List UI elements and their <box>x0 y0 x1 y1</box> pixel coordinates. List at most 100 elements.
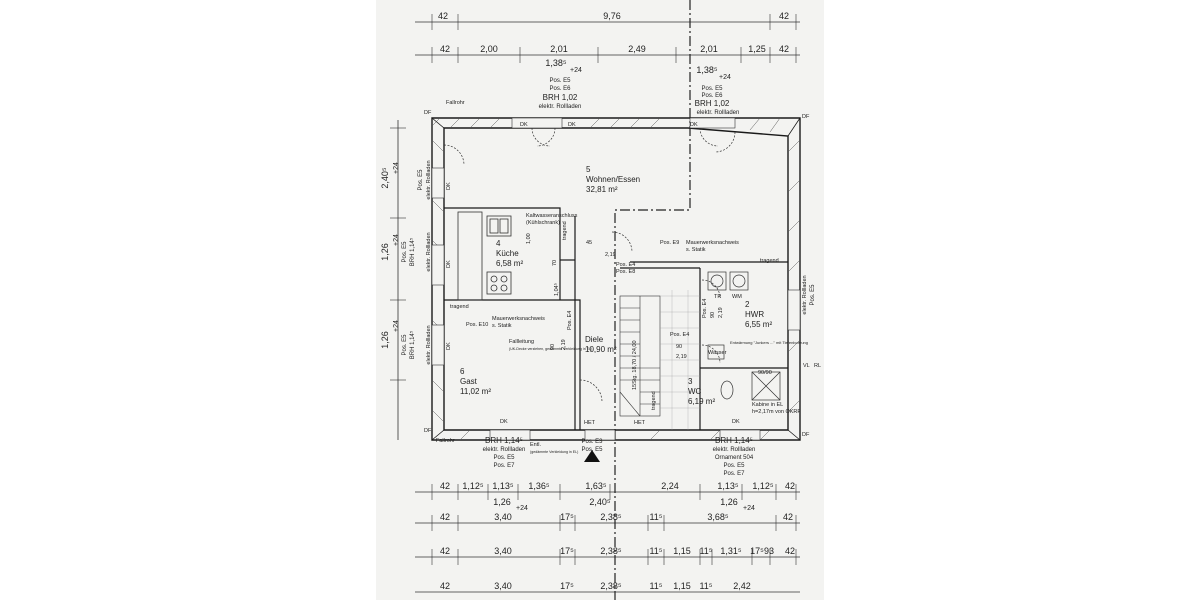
win-bottom-right-extra: Ornament 504 <box>715 455 754 461</box>
note-kabine-h: h=2,17m von OKRF <box>752 409 801 415</box>
room-hwr-area: 6,55 m² <box>745 320 772 329</box>
note-pos-e9: Pos. E9 <box>660 240 679 246</box>
dim-bot3-8: 1,31⁵ <box>720 546 742 556</box>
note-mauerwerk-1: Mauerwerksnachweis <box>686 240 739 246</box>
dim-hwr-90: 90 <box>710 312 716 318</box>
win-bottom-right-pos2: Pos. E7 <box>723 471 745 477</box>
axis-line <box>614 0 691 600</box>
note-pos-e4-hwr: Pos. E4 <box>702 299 708 318</box>
note-entl: Entl. <box>530 442 541 448</box>
dim-bot3-5: 11⁵ <box>649 546 662 556</box>
room-wohnen-num: 5 <box>586 165 591 174</box>
note-tragend-2: tragend <box>760 258 779 264</box>
dim-bot1-6: 2,24 <box>661 481 679 491</box>
win-bottom-right-brh: BRH 1,14⁵ <box>715 436 753 445</box>
df-bottom-left: DF <box>424 428 432 434</box>
df-bottom-right: DF <box>802 432 810 438</box>
dim-bot1-9: 42 <box>785 481 795 491</box>
room-wc-num: 3 <box>688 377 693 386</box>
dim-bot1-3: 1,13⁵ <box>492 481 514 491</box>
room-gast-area: 11,02 m² <box>460 387 491 396</box>
dim-top2-2: 2,00 <box>480 44 498 54</box>
win-bottom-right-pos1: Pos. E5 <box>723 463 745 469</box>
df-top-right: DF <box>802 114 810 120</box>
dim-guest-90: 90 <box>550 344 556 350</box>
note-het-1: HET <box>584 420 596 426</box>
note-wasser: Wasser <box>708 350 727 356</box>
dim-bot3-10: 93 <box>764 546 774 556</box>
win-bottom-left-info: elektr. Rollladen <box>483 447 526 453</box>
dim-bot2-1: 42 <box>440 512 450 522</box>
win-left-upper-info: elektr. Rollladen <box>426 160 432 199</box>
dk-top-1: DK <box>520 122 528 128</box>
room-wohnen-name: Wohnen/Essen <box>586 175 640 184</box>
dim-guest-219: 2,19 <box>561 339 567 350</box>
note-kuehlschrank: (Kühlschrank) <box>526 220 560 226</box>
note-tragend-1: tragend <box>562 221 568 240</box>
dim-left-6: +24 <box>393 320 400 332</box>
dim-top2-5: 2,01 <box>700 44 718 54</box>
interior-walls <box>444 207 788 430</box>
dim-bot2-7: 42 <box>783 512 793 522</box>
room-wohnen-area: 32,81 m² <box>586 185 618 194</box>
dim-bot4-2: 3,40 <box>494 581 512 591</box>
dim-bot3-6: 1,15 <box>673 546 691 556</box>
room-diele-name: Diele <box>585 335 604 344</box>
room-kueche-num: 4 <box>496 239 501 248</box>
room-wc-area: 6,19 m² <box>688 397 715 406</box>
dim-bot2-4: 2,38⁵ <box>600 512 622 522</box>
dim-hall-219: 2,19 <box>605 252 616 258</box>
note-pos-e4-b: Pos. E4 <box>567 311 573 330</box>
win-left-kitchen-info: elektr. Rollladen <box>426 232 432 271</box>
window-markers <box>431 117 801 441</box>
dk-top-3: DK <box>690 122 698 128</box>
note-het-2: HET <box>634 420 646 426</box>
room-hwr-num: 2 <box>745 300 750 309</box>
win-top-right-brh: BRH 1,02 <box>695 99 730 108</box>
note-statik-1: s. Statik <box>686 247 706 253</box>
win-top-right-pos2: Pos. E6 <box>701 93 723 99</box>
dim-bot1b-1: 1,26 <box>493 497 511 507</box>
dk-left-2: DK <box>446 260 452 268</box>
dim-bot1-5: 1,63⁵ <box>585 481 607 491</box>
dim-kitchen-104: 1,04⁵ <box>553 283 560 296</box>
dim-bot3-2: 3,40 <box>494 546 512 556</box>
win-top-right-info: elektr. Rollladen <box>697 110 740 116</box>
dim-top2-7: 42 <box>779 44 789 54</box>
dim-bot2-3: 17⁵ <box>560 512 574 522</box>
dim-top2-4: 2,49 <box>628 44 646 54</box>
dim-left-1: 2,40⁵ <box>380 167 390 189</box>
dim-bot4-3: 17⁵ <box>560 581 574 591</box>
dim-bot1-8: 1,12⁵ <box>752 481 774 491</box>
dim-bot1b-4: 1,26 <box>720 497 738 507</box>
win-entry-pos2: Pos. E5 <box>581 447 603 453</box>
dim-bot1b-3: 2,40⁵ <box>589 497 611 507</box>
win-bottom-left-pos1: Pos. E5 <box>493 455 515 461</box>
label-rl: RL <box>814 363 821 369</box>
note-kaltwasser: Kaltwasseranschluss <box>526 213 578 219</box>
room-gast-name: Gast <box>460 377 478 386</box>
dim-bot4-5: 11⁵ <box>649 581 662 591</box>
note-stairs: 15Stg. 18,70 / 24,00 <box>632 340 638 390</box>
win-top-left-pos1: Pos. E5 <box>549 78 571 84</box>
room-gast-num: 6 <box>460 367 465 376</box>
dim-kitchen-70: 70 <box>552 260 558 266</box>
note-kabine: Kabine in EL <box>752 402 783 408</box>
dim-hwr-219: 2,19 <box>718 307 724 318</box>
dim-kitchen-100: 1,00 <box>526 233 532 244</box>
dk-bottom-2: DK <box>732 419 740 425</box>
dk-left-1: DK <box>446 182 452 190</box>
dim-left-4: +24 <box>393 234 400 246</box>
dim-bot3-9: 17⁵ <box>750 546 764 556</box>
win-left-guest-pos: Pos. E5 <box>402 334 408 356</box>
win-right-hwr-pos: Pos. E5 <box>810 284 816 306</box>
dim-bot4-4: 2,38⁵ <box>600 581 622 591</box>
dimension-lines <box>390 14 800 593</box>
win-left-upper-pos: Pos. E5 <box>418 169 424 191</box>
room-kueche-name: Küche <box>496 249 519 258</box>
room-kueche-area: 6,58 m² <box>496 259 523 268</box>
dim-top-2: 9,76 <box>603 11 621 21</box>
dk-left-3: DK <box>446 342 452 350</box>
win-bottom-right-info: elektr. Rollladen <box>713 447 756 453</box>
